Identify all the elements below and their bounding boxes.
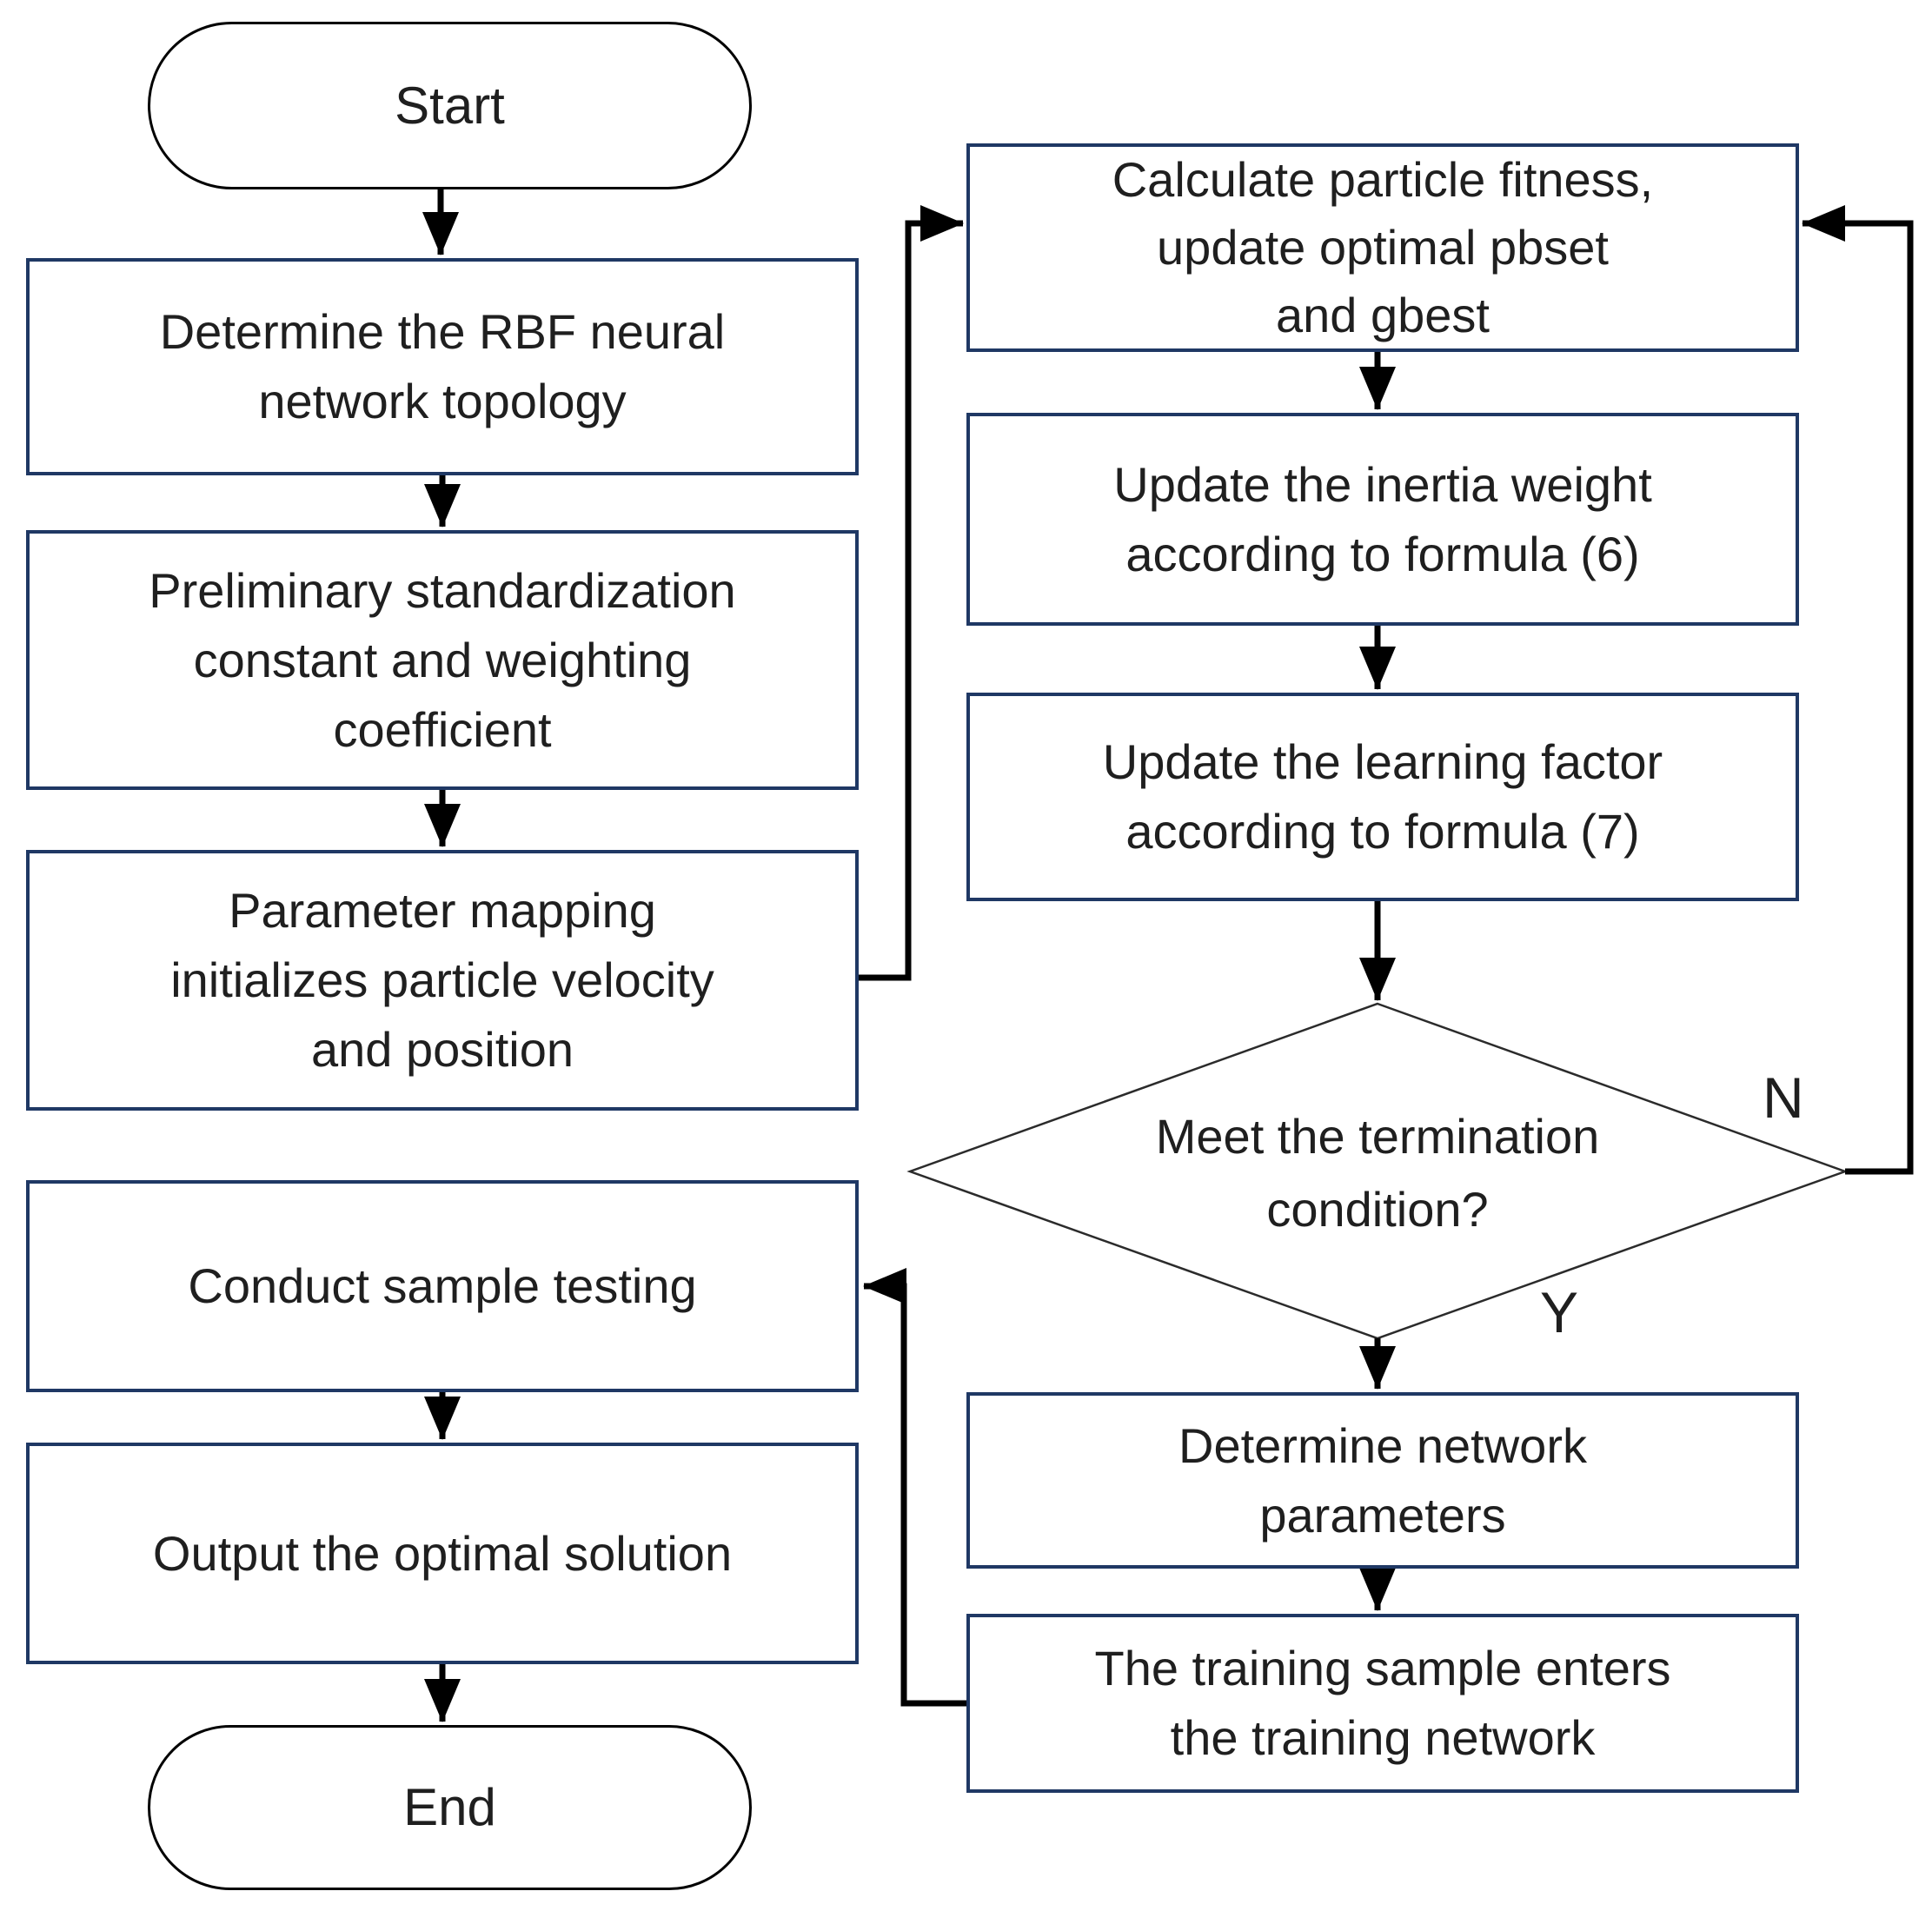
node-inertia-line: Update the inertia weight [1113,456,1652,512]
node-fitness: Calculate particle fitness, update optim… [966,143,1799,352]
node-inertia: Update the inertia weight according to f… [966,413,1799,626]
node-start: Start [148,22,752,189]
edge-trainingsample-sampletesting [863,1268,966,1707]
node-training-sample-line: The training sample enters [1094,1641,1671,1695]
edge-termination-fitness-loop [1802,205,1914,1175]
node-termination-line: condition? [1266,1182,1489,1237]
node-param-mapping-line: and position [310,1022,574,1077]
node-sample-testing: Conduct sample testing [26,1180,859,1392]
node-fitness-line: and gbest [1276,288,1490,342]
node-network-params-line: parameters [1259,1487,1506,1543]
branch-label-no: N [1763,1065,1804,1130]
node-learning-line: according to formula (7) [1125,804,1640,859]
node-learning: Update the learning factor according to … [966,693,1799,901]
node-end-label: End [403,1778,496,1836]
node-param-mapping-line: initializes particle velocity [170,952,714,1007]
node-standardization: Preliminary standardization constant and… [26,530,859,790]
edge-parammapping-fitness [859,205,964,981]
node-termination-text: Meet the termination condition? [1026,1082,1730,1264]
node-fitness-line: Calculate particle fitness, [1112,152,1654,207]
node-start-label: Start [395,76,505,135]
node-standardization-line: constant and weighting [193,632,692,687]
node-output-solution: Output the optimal solution [26,1443,859,1664]
node-sample-testing-line: Conduct sample testing [188,1258,697,1313]
node-output-solution-line: Output the optimal solution [152,1525,733,1581]
node-training-sample: The training sample enters the training … [966,1614,1799,1793]
node-learning-line: Update the learning factor [1102,734,1663,789]
node-fitness-line: update optimal pbset [1157,220,1609,275]
node-topology: Determine the RBF neural network topolog… [26,258,859,475]
node-topology-line: network topology [258,374,627,428]
node-termination-line: Meet the termination [1155,1109,1600,1164]
node-topology-line: Determine the RBF neural [159,304,726,359]
node-network-params: Determine network parameters [966,1392,1799,1569]
node-network-params-line: Determine network [1178,1417,1587,1473]
node-param-mapping: Parameter mapping initializes particle v… [26,850,859,1111]
node-inertia-line: according to formula (6) [1125,526,1640,581]
node-training-sample-line: the training network [1170,1710,1596,1765]
node-end: End [148,1725,752,1890]
node-standardization-line: Preliminary standardization [149,562,736,618]
node-standardization-line: coefficient [333,701,552,757]
branch-label-yes: Y [1540,1280,1579,1344]
node-param-mapping-line: Parameter mapping [229,883,656,938]
